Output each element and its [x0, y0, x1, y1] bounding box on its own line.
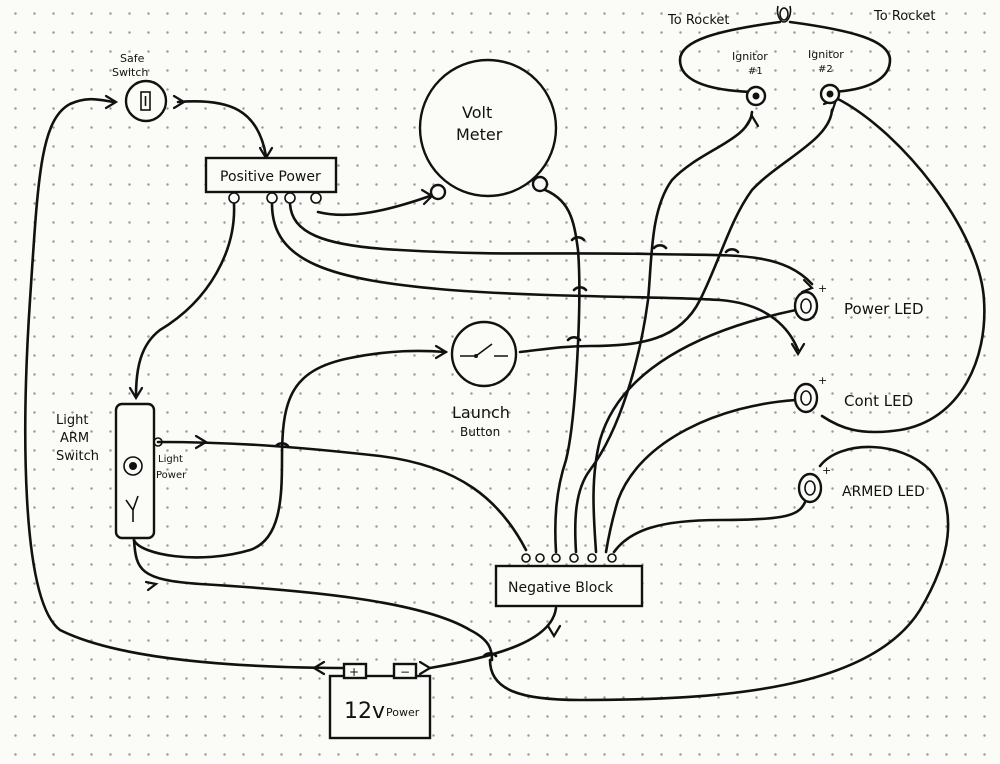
launch-button-body	[450, 320, 518, 388]
arrow-light-power	[194, 434, 209, 450]
wire-cont-led-to-negative	[604, 398, 798, 554]
cont-led-plus: +	[818, 374, 827, 387]
wire-power-led-to-negative	[592, 308, 798, 554]
light-power-label-2: Power	[156, 470, 187, 481]
power-led-body	[793, 290, 819, 322]
arrow-into-launch	[434, 344, 449, 360]
ignitor-2-number: #2	[818, 64, 833, 75]
positive-power-box	[204, 156, 338, 194]
wire-positive-to-cont-led	[270, 202, 800, 352]
hop-1	[570, 236, 586, 242]
battery-12v: + − 12v Power	[328, 662, 432, 740]
arrow-into-battery-minus	[418, 660, 433, 676]
negative-block-box	[494, 564, 644, 608]
wires	[24, 20, 986, 702]
wire-arm-to-negative	[132, 538, 494, 662]
light-arm-label-3: Switch	[56, 449, 99, 464]
light-arm-body	[114, 402, 156, 540]
battery-power-label: Power	[386, 706, 420, 719]
wire-armed-led-to-negative	[612, 498, 808, 554]
to-rocket-right-label: To Rocket	[873, 9, 936, 24]
cont-led-body	[793, 382, 819, 414]
hop-3	[724, 248, 740, 254]
arrow-into-power-led	[800, 278, 814, 294]
wire-battery-to-safe-switch	[24, 97, 354, 670]
cont-led: + Cont LED	[793, 374, 913, 414]
wire-ignitor1-to-negative	[573, 110, 754, 554]
safe-switch-label: Safe	[120, 52, 145, 65]
light-arm-label: Light	[56, 413, 88, 428]
volt-meter-body	[418, 58, 558, 198]
armed-led-body	[797, 472, 823, 504]
wire-rocket-loop	[678, 20, 892, 94]
wire-ignitor2-to-launch	[518, 108, 834, 354]
arrow-into-cont-led	[790, 342, 806, 357]
launch-button: Launch Button	[450, 320, 518, 439]
positive-power-label: Positive Power	[220, 169, 321, 185]
hop-7	[482, 652, 498, 658]
volt-meter-label: Volt	[462, 103, 492, 122]
volt-meter: Volt Meter	[418, 58, 558, 201]
arrow-into-ignitor1-wire	[744, 113, 760, 128]
wire-armed-led-loop	[488, 445, 950, 702]
ignitor-2-label: Ignitor	[808, 48, 844, 61]
power-led-label: Power LED	[844, 300, 924, 318]
launch-button-label: Launch	[452, 403, 510, 422]
wire-arm-to-launch	[132, 349, 448, 559]
hop-6	[274, 442, 290, 448]
hop-2	[652, 244, 668, 250]
wire-ignitor2-to-cont-led	[820, 96, 986, 434]
armed-led: + ARMED LED	[797, 464, 925, 504]
arrow-arm-bottom	[144, 580, 159, 592]
launch-button-label-2: Button	[460, 425, 500, 439]
battery-minus-terminal	[392, 662, 418, 680]
wire-light-power-to-negative	[156, 440, 528, 552]
ignitor-1: Ignitor #1	[732, 50, 768, 107]
positive-power-block: Positive Power	[204, 156, 338, 204]
battery-plus-terminal	[342, 662, 368, 680]
safe-switch-label-2: Switch	[112, 66, 148, 79]
wire-voltmeter-to-negative	[538, 186, 581, 554]
light-power-label: Light	[158, 454, 183, 465]
power-led-plus: +	[818, 282, 827, 295]
armed-led-plus: +	[822, 464, 831, 477]
hop-4	[572, 286, 588, 292]
wire-positive-to-power-led	[288, 202, 814, 286]
battery-voltage-label: 12v	[344, 699, 385, 724]
power-led: + Power LED	[793, 282, 924, 322]
arrow-into-safe-switch	[104, 94, 119, 110]
armed-led-label: ARMED LED	[842, 484, 925, 500]
battery-body	[328, 674, 432, 740]
battery-plus-symbol: +	[349, 665, 359, 679]
light-arm-switch: Light ARM Switch Light Power	[56, 402, 187, 540]
wire-negative-to-battery	[428, 606, 558, 670]
rocket-igniter-clip	[776, 5, 792, 23]
ignitor-1-label: Ignitor	[732, 50, 768, 63]
wire-positive-to-arm-switch	[134, 202, 236, 398]
light-arm-label-2: ARM	[60, 431, 89, 446]
safe-switch: Safe Switch	[112, 52, 168, 123]
arrow-into-arm	[128, 386, 144, 401]
volt-meter-label-2: Meter	[456, 125, 503, 144]
cont-led-label: Cont LED	[844, 392, 913, 410]
ignitor-1-number: #1	[748, 66, 763, 77]
wire-safe-switch-to-positive	[176, 100, 268, 158]
to-rocket-left-label: To Rocket	[667, 13, 730, 28]
arrow-out-battery-plus	[311, 660, 326, 676]
arrow-negative-down	[546, 624, 562, 639]
arrow-out-safe-switch	[172, 94, 187, 110]
battery-minus-symbol: −	[400, 665, 410, 679]
wire-positive-to-voltmeter	[316, 194, 432, 217]
negative-block: Negative Block	[494, 553, 644, 608]
ignitor-2: Ignitor #2	[808, 48, 844, 105]
hop-5	[566, 336, 582, 342]
negative-block-label: Negative Block	[508, 580, 614, 596]
crossing-hops	[274, 236, 740, 658]
